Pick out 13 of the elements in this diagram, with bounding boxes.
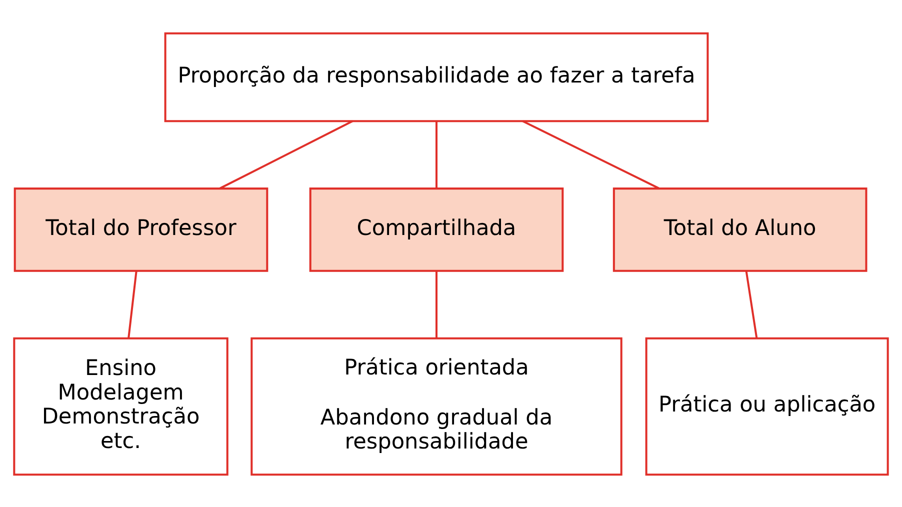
- node-box: Ensino Modelagem Demonstração etc.: [13, 336, 228, 476]
- node-box: Total do Aluno: [612, 187, 868, 272]
- connector: [745, 270, 758, 338]
- node-box: Proporção da responsabilidade ao fazer a tarefa: [164, 32, 709, 122]
- connector: [128, 270, 138, 338]
- connector: [220, 120, 354, 189]
- node-box: Prática orientada Abandono gradual da responsabilidade: [250, 336, 622, 476]
- node-box: Total do Professor: [14, 187, 268, 272]
- node-box: Compartilhada: [309, 187, 564, 272]
- connector: [522, 120, 660, 189]
- connector: [435, 270, 438, 338]
- node-box: Prática ou aplicação: [645, 336, 889, 476]
- connector: [435, 120, 438, 188]
